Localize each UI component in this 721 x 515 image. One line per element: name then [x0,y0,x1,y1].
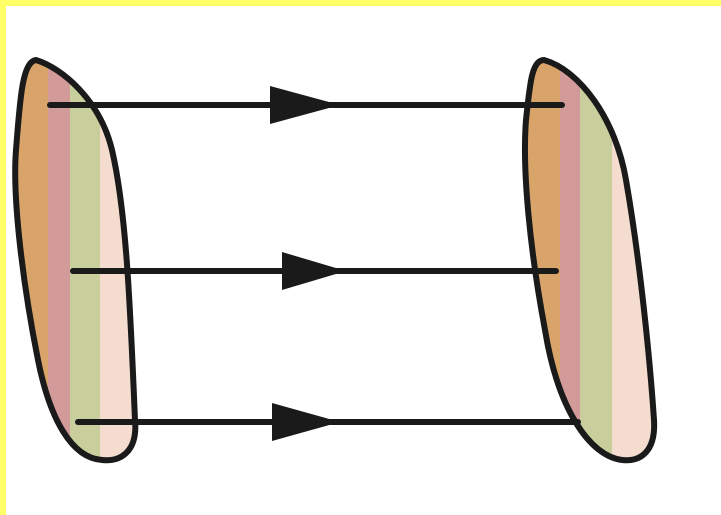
translation-arrows [47,86,581,441]
frame-left-border [0,0,6,515]
arrow-top [47,86,565,124]
frame-top-border [0,0,721,6]
right-stripe-cream [612,60,655,461]
left-striped-blob [0,40,160,480]
left-stripe-pink [48,60,70,461]
left-stripe-green [70,60,100,461]
arrow-bottom [75,403,581,441]
right-stripe-pink [560,60,580,461]
arrow-middle [70,252,559,290]
